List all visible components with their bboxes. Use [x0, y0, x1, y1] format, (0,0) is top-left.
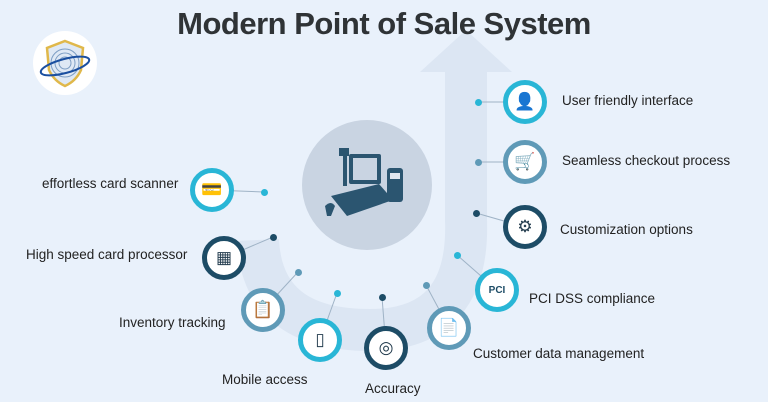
connector-dot — [474, 98, 482, 106]
connector-dot — [333, 289, 341, 297]
user-check-icon: 👤 — [514, 92, 536, 111]
feature-label: Customization options — [560, 222, 693, 237]
connector-dot — [453, 251, 461, 259]
feature-node: ⚙ — [503, 205, 547, 249]
connector-dot — [269, 233, 277, 241]
page-title: Modern Point of Sale System — [177, 6, 591, 41]
feature-node: 📋 — [241, 288, 285, 332]
card-scan-icon: 💳 — [201, 180, 223, 199]
pos-terminal-illustration — [302, 120, 432, 250]
feature-label: Mobile access — [222, 372, 308, 387]
feature-label: User friendly interface — [562, 93, 694, 108]
feature-label: PCI DSS compliance — [529, 291, 656, 306]
feature-label: Seamless checkout process — [562, 153, 731, 168]
connector-dot — [294, 268, 302, 276]
feature-label: Customer data management — [473, 346, 645, 361]
connector-dot — [474, 158, 482, 166]
clipboard-icon: 📋 — [252, 300, 274, 319]
connector-dot — [422, 281, 430, 289]
target-document-icon: ◎ — [378, 338, 394, 357]
feature-node: 📄 — [427, 306, 471, 350]
connector-dot — [260, 188, 268, 196]
connector-dot — [472, 209, 480, 217]
feature-node: ◎ — [364, 326, 408, 370]
feature-label: Inventory tracking — [119, 315, 226, 330]
feature-label: High speed card processor — [26, 247, 188, 262]
feature-node: PCI — [475, 268, 519, 312]
feature-label: Accuracy — [365, 381, 421, 396]
feature-node: 💳 — [190, 168, 234, 212]
cart-check-icon: 🛒 — [514, 152, 536, 171]
logo — [33, 31, 97, 95]
cash-register-icon — [325, 148, 403, 216]
gear-icon: ⚙ — [517, 217, 533, 236]
feature-label: effortless card scanner — [42, 176, 179, 191]
connector-dot — [378, 293, 386, 301]
mobile-check-icon: ▯ — [315, 330, 325, 349]
fingerprint-shield-icon — [39, 39, 91, 88]
feature-node: 🛒 — [503, 140, 547, 184]
card-terminal-icon: ▦ — [215, 248, 233, 267]
feature-node: 👤 — [503, 80, 547, 124]
document-user-icon: 📄 — [438, 318, 460, 337]
pci-badge-icon: PCI — [488, 284, 506, 296]
feature-node: ▦ — [202, 236, 246, 280]
feature-node: ▯ — [298, 318, 342, 362]
